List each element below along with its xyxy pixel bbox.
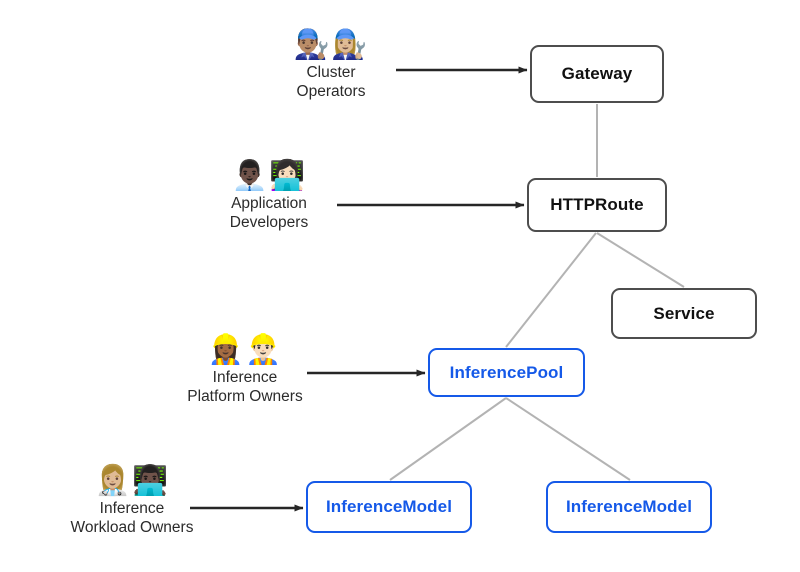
node-label: HTTPRoute bbox=[550, 195, 644, 214]
construction-worker-pair-emoji: 👷🏾‍♀️👷🏻‍♂️ bbox=[207, 332, 283, 366]
persona-label-line1: Inference bbox=[99, 500, 165, 517]
node-label: InferencePool bbox=[449, 362, 564, 382]
node-httproute[interactable]: HTTPRoute bbox=[527, 178, 667, 232]
node-label: Service bbox=[653, 303, 715, 323]
node-inference-model-2[interactable]: InferenceModel bbox=[546, 481, 712, 533]
persona-label-line1: Application bbox=[231, 195, 307, 212]
node-label: InferenceModel bbox=[565, 497, 693, 516]
node-service[interactable]: Service bbox=[611, 288, 757, 339]
office-worker-technologist-pair-emoji: 👨🏿‍💼👩🏻‍💻 bbox=[231, 158, 307, 192]
mechanic-pair-emoji: 👨🏽‍🔧👩🏼‍🔧 bbox=[293, 27, 369, 61]
persona-label-line2: Developers bbox=[229, 213, 309, 231]
edge-httproute-to-inference-pool bbox=[505, 232, 597, 348]
node-label: InferenceModel bbox=[325, 497, 453, 516]
node-label: Gateway bbox=[561, 64, 633, 83]
scientist-technologist-pair-emoji: 👩🏼‍⚕️👨🏿‍💻 bbox=[94, 463, 170, 497]
node-inference-pool[interactable]: InferencePool bbox=[428, 348, 585, 397]
persona-label-line2: Operators bbox=[296, 82, 366, 100]
persona-arrows bbox=[190, 66, 528, 512]
edge-inference-pool-to-inference-model-1 bbox=[389, 397, 507, 481]
persona-label-line2: Workload Owners bbox=[70, 518, 194, 536]
edge-inference-pool-to-inference-model-2 bbox=[505, 397, 631, 481]
persona-label-line2: Platform Owners bbox=[187, 387, 303, 405]
edge-httproute-to-service bbox=[596, 232, 685, 288]
node-inference-model-1[interactable]: InferenceModel bbox=[306, 481, 472, 533]
persona-label-line1: Cluster bbox=[306, 64, 356, 81]
node-gateway[interactable]: Gateway bbox=[530, 45, 664, 103]
persona-label-line1: Inference bbox=[212, 369, 278, 386]
